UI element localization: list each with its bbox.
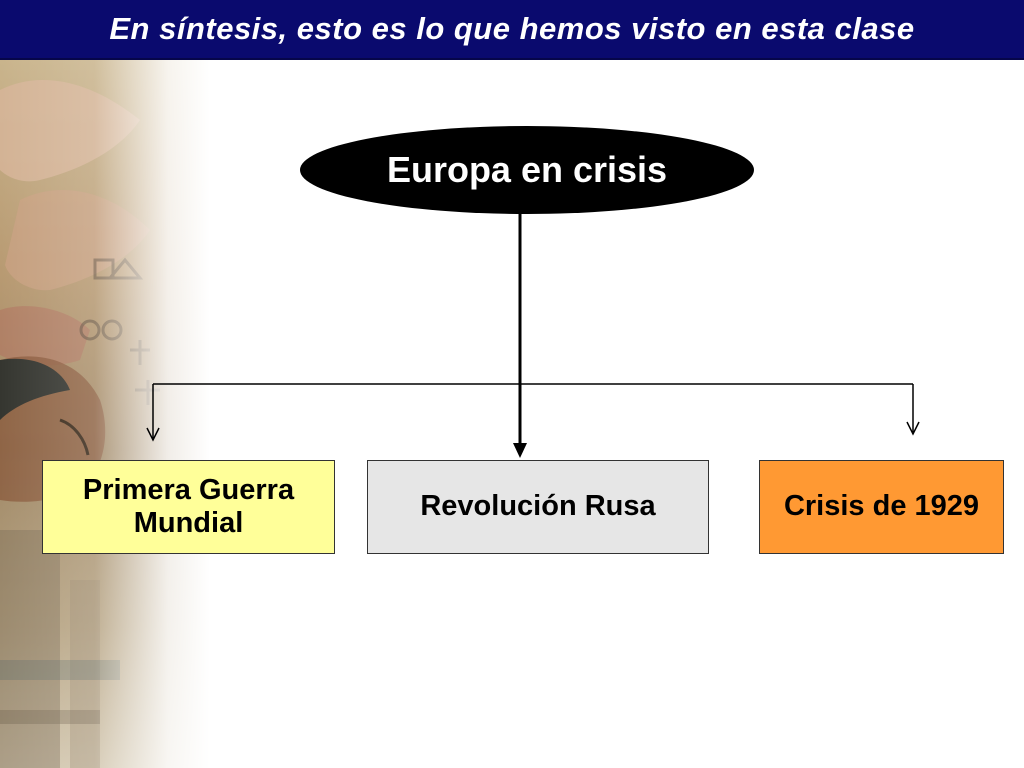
node-revolucion-rusa: Revolución Rusa [367,460,709,554]
collage-image [0,60,210,768]
trunk-arrowhead [513,443,527,458]
root-node-label: Europa en crisis [386,149,668,190]
node-revolucion-rusa-label: Revolución Rusa [420,490,656,523]
title-bar: En síntesis, esto es lo que hemos visto … [0,0,1024,60]
node-primera-guerra-mundial-label: Primera Guerra Mundial [82,473,295,539]
decorative-collage [0,60,210,768]
node-crisis-de-1929-label: Crisis de 1929 [783,490,980,523]
node-crisis-de-1929: Crisis de 1929 [759,460,1004,554]
slide-title: En síntesis, esto es lo que hemos visto … [109,11,915,46]
right-arrowhead [906,421,920,436]
node-primera-guerra-mundial: Primera Guerra Mundial [42,460,335,554]
root-node-europa-en-crisis: Europa en crisis [300,126,754,214]
